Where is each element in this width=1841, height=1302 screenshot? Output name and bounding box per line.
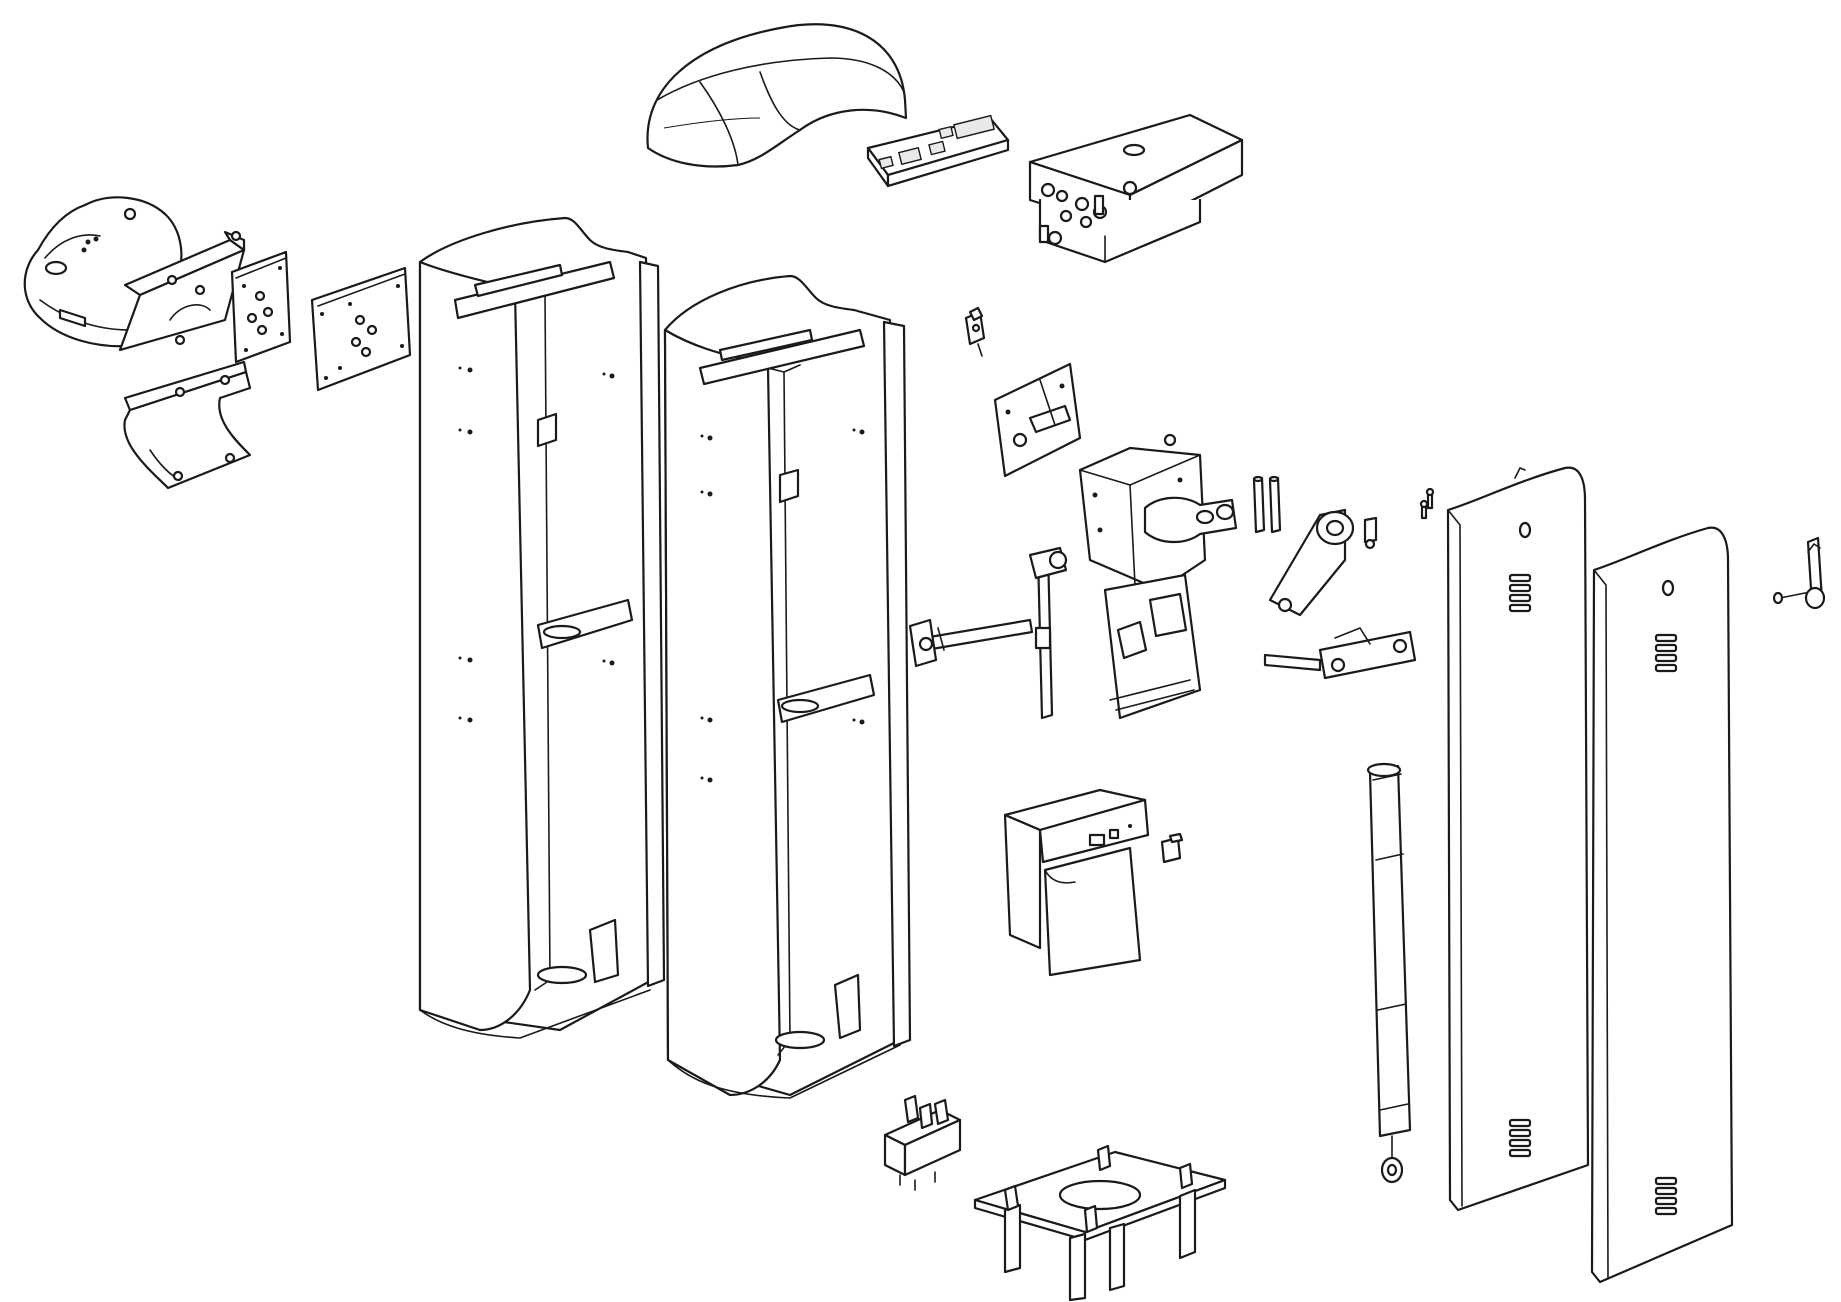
transformer-housing <box>1003 788 1150 977</box>
pins <box>1252 475 1282 534</box>
release-plate <box>993 362 1082 478</box>
door-panel-left <box>1446 466 1590 1212</box>
terminal-block <box>883 1094 962 1191</box>
control-board <box>866 114 1010 188</box>
clamp-bracket <box>123 360 252 490</box>
rod-bracket <box>1263 627 1417 680</box>
door-lock <box>1772 536 1826 610</box>
cabinet-left <box>418 216 666 1039</box>
drive-rod <box>1028 546 1068 720</box>
adapter-plate <box>310 266 412 392</box>
connector <box>1160 832 1184 864</box>
microswitch <box>964 306 986 357</box>
screws <box>1419 487 1435 520</box>
flange-plate <box>230 250 292 364</box>
transmission-arm <box>908 618 1034 668</box>
foundation-plate <box>973 1144 1227 1302</box>
lever <box>1268 508 1378 617</box>
control-box <box>1028 113 1244 264</box>
top-cover <box>646 23 908 168</box>
cabinet-right <box>663 274 912 1099</box>
mount-bracket <box>118 230 246 352</box>
gearmotor <box>1078 433 1238 720</box>
door-panel-right <box>1590 526 1734 1284</box>
balance-spring <box>1366 762 1412 1184</box>
